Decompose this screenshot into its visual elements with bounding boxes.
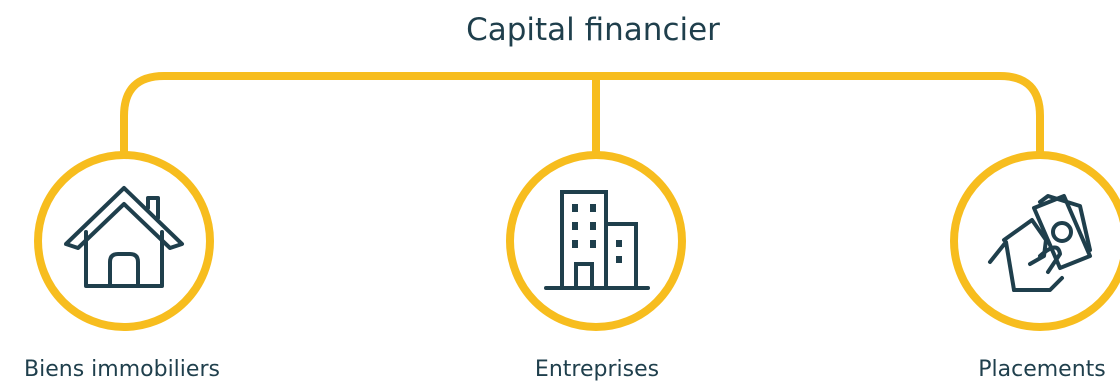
node-entreprises: [506, 151, 686, 331]
node-biens-immobiliers: [34, 151, 214, 331]
label-biens-immobiliers: Biens immobiliers: [24, 357, 220, 382]
label-placements: Placements: [978, 357, 1106, 382]
diagram-title: Capital financier: [466, 12, 720, 48]
node-placements: [950, 151, 1120, 331]
house-icon: [64, 186, 184, 288]
node-circle: [950, 151, 1120, 331]
connector-lines: [120, 72, 1044, 156]
node-circle: [34, 151, 214, 331]
hand-money-icon: [988, 194, 1092, 292]
connector-horizontal: [120, 72, 1044, 156]
label-entreprises: Entreprises: [534, 357, 660, 382]
buildings-icon: [544, 190, 650, 290]
